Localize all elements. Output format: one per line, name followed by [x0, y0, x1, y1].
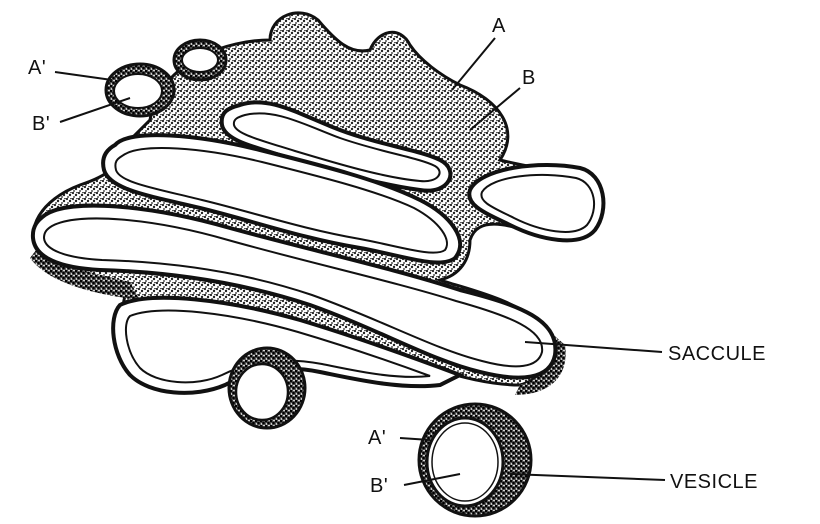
- label-b-top: B: [522, 67, 536, 89]
- label-vesicle: VESICLE: [670, 471, 758, 493]
- leader-a-top: [452, 38, 495, 90]
- label-a-prime-vesicle: A': [368, 427, 386, 449]
- leader-a-prime-top: [55, 72, 112, 80]
- label-a-prime-top: A': [28, 57, 46, 79]
- top-left-vesicle-lumen: [114, 74, 162, 108]
- label-saccule: SACCULE: [668, 343, 766, 365]
- bottom-small-vesicle-lumen: [236, 364, 288, 420]
- top-vesicle-small-lumen: [182, 48, 218, 72]
- labelled-vesicle-lumen: [427, 418, 503, 506]
- leader-vesicle: [510, 474, 665, 480]
- label-b-prime-top: B': [32, 113, 50, 135]
- label-a-top: A: [492, 15, 506, 37]
- label-b-prime-vesicle: B': [370, 475, 388, 497]
